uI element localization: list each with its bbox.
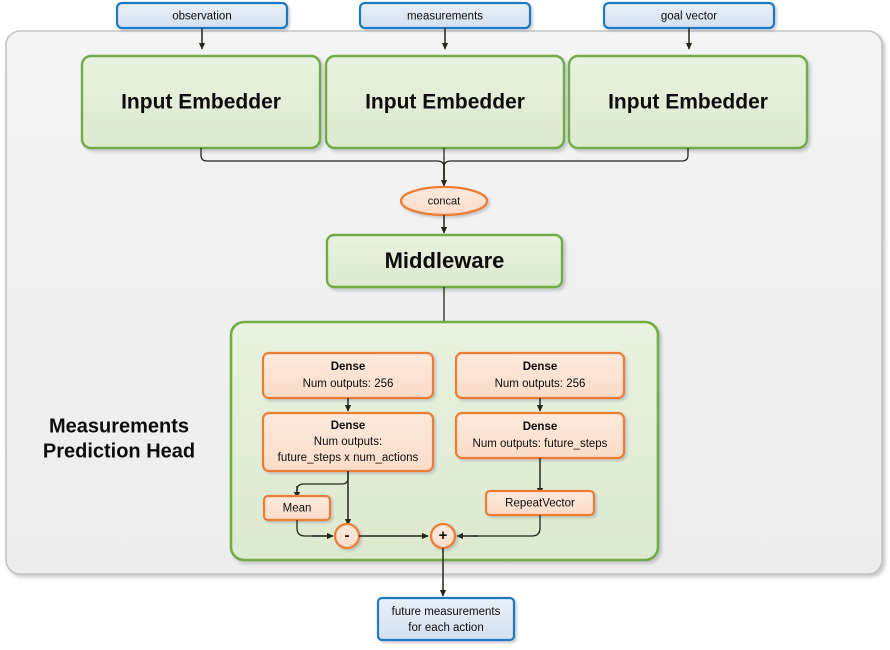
input-label-observation: observation — [172, 11, 231, 23]
dense-left-1-title: Dense — [331, 361, 366, 373]
subtract-op-label: - — [345, 527, 350, 544]
dense-left-2-sub1: Num outputs: — [314, 436, 382, 448]
output-box-future-measurements[interactable] — [376, 596, 516, 642]
dense-right-2-title: Dense — [523, 421, 558, 433]
repeat-vector-label: RepeatVector — [505, 498, 575, 510]
input-embedder-label-3: Input Embedder — [608, 91, 768, 114]
dense-right-1-sub: Num outputs: 256 — [495, 378, 586, 390]
output-label-line1: future measurements — [392, 606, 501, 618]
dense-right-2-sub: Num outputs: future_steps — [473, 438, 608, 450]
dense-left-1-sub: Num outputs: 256 — [303, 378, 394, 390]
dense-box-right-1[interactable] — [454, 351, 626, 400]
input-label-goal-vector: goal vector — [661, 11, 717, 23]
input-embedder-label-2: Input Embedder — [365, 91, 525, 114]
output-label-line2: for each action — [408, 622, 483, 634]
dense-left-2-sub2: future_steps x num_actions — [278, 452, 419, 464]
input-embedder-box-2[interactable] — [324, 54, 566, 150]
concat-label: concat — [428, 195, 460, 207]
edge-repeat-to-plus — [470, 515, 541, 537]
dense-box-left-1[interactable] — [261, 351, 435, 400]
edge-mean-to-minus — [296, 520, 326, 537]
input-label-measurements: measurements — [407, 11, 483, 23]
dense-right-1-title: Dense — [523, 361, 558, 373]
input-embedder-label-1: Input Embedder — [121, 91, 281, 114]
dense-left-2-title: Dense — [331, 420, 366, 432]
head-label-line2: Prediction Head — [43, 440, 195, 462]
add-op-label: + — [439, 527, 448, 544]
mean-label: Mean — [283, 503, 312, 515]
middleware-label: Middleware — [385, 248, 505, 273]
head-label-line1: Measurements — [49, 415, 189, 437]
dense-box-right-2[interactable] — [454, 411, 626, 460]
